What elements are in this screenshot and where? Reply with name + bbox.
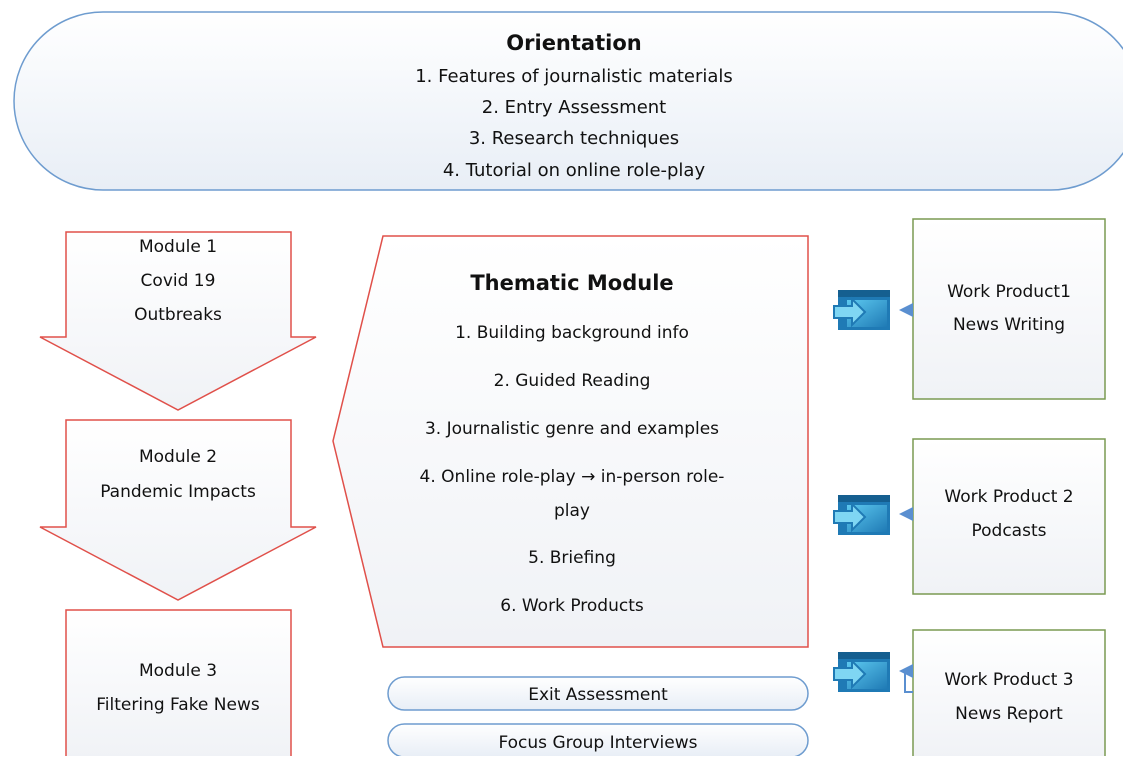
work-product-3-shape <box>912 629 1106 760</box>
orientation-item: 4. Tutorial on online role-play <box>443 160 706 181</box>
thematic-module-panel: Thematic Module 1. Building background i… <box>332 235 809 648</box>
thematic-item: 3. Journalistic genre and examples <box>425 419 719 439</box>
work-product-1-box: Work Product1 News Writing <box>912 218 1106 400</box>
work-product-2-line: Podcasts <box>972 521 1047 541</box>
orientation-shape <box>13 11 1123 191</box>
work-product-2-shape <box>912 438 1106 595</box>
module-2-line: Module 2 <box>139 447 217 467</box>
module-2-shape <box>39 419 317 601</box>
module-1-shape <box>39 231 317 411</box>
thematic-item: 6. Work Products <box>500 596 644 616</box>
thematic-module-shape <box>332 235 809 648</box>
connector-line <box>904 673 913 693</box>
connector-arrowhead <box>899 664 913 678</box>
thematic-item: 1. Building background info <box>455 323 689 343</box>
exit-assessment-shape <box>387 676 809 711</box>
work-product-1-line: Work Product1 <box>947 282 1071 302</box>
thematic-item: play <box>554 501 590 521</box>
module-3-box: Module 3 Filtering Fake News <box>65 609 292 760</box>
orientation-panel: Orientation 1. Features of journalistic … <box>13 11 1123 191</box>
work-product-1-line: News Writing <box>953 315 1065 335</box>
work-product-2-line: Work Product 2 <box>944 487 1073 507</box>
exit-assessment-label: Exit Assessment <box>528 685 668 705</box>
work-product-3-box: Work Product 3 News Report <box>912 629 1106 760</box>
module-export-icon <box>833 651 891 693</box>
module-export-icon <box>833 289 891 331</box>
work-product-3-line: News Report <box>955 704 1063 724</box>
module-1-line: Covid 19 <box>141 271 216 291</box>
thematic-module-title: Thematic Module <box>470 271 673 295</box>
orientation-item: 1. Features of journalistic materials <box>415 66 733 87</box>
connector-1 <box>899 303 913 317</box>
work-product-1-shape <box>912 218 1106 400</box>
module-export-icon <box>833 494 891 536</box>
module-1-line: Module 1 <box>139 237 217 257</box>
thematic-item: 4. Online role-play → in-person role- <box>420 467 725 487</box>
work-product-3-line: Work Product 3 <box>944 670 1073 690</box>
module-3-shape <box>65 609 292 760</box>
module-3-line: Filtering Fake News <box>96 695 260 715</box>
module-1-arrow: Module 1 Covid 19 Outbreaks <box>39 231 317 411</box>
focus-group-pill: Focus Group Interviews <box>387 723 809 758</box>
focus-group-label: Focus Group Interviews <box>498 733 697 753</box>
orientation-title: Orientation <box>506 31 641 55</box>
orientation-item: 3. Research techniques <box>469 128 679 149</box>
connector-3 <box>899 664 913 693</box>
orientation-item: 2. Entry Assessment <box>482 97 666 118</box>
exit-assessment-pill: Exit Assessment <box>387 676 809 711</box>
module-2-arrow: Module 2 Pandemic Impacts <box>39 419 317 601</box>
thematic-item: 5. Briefing <box>528 548 616 568</box>
module-1-line: Outbreaks <box>134 305 222 325</box>
connector-arrowhead <box>899 303 913 317</box>
module-3-line: Module 3 <box>139 661 217 681</box>
thematic-item: 2. Guided Reading <box>494 371 651 391</box>
connector-2 <box>899 507 913 521</box>
work-product-2-box: Work Product 2 Podcasts <box>912 438 1106 595</box>
module-2-line: Pandemic Impacts <box>100 482 256 502</box>
connector-arrowhead <box>899 507 913 521</box>
